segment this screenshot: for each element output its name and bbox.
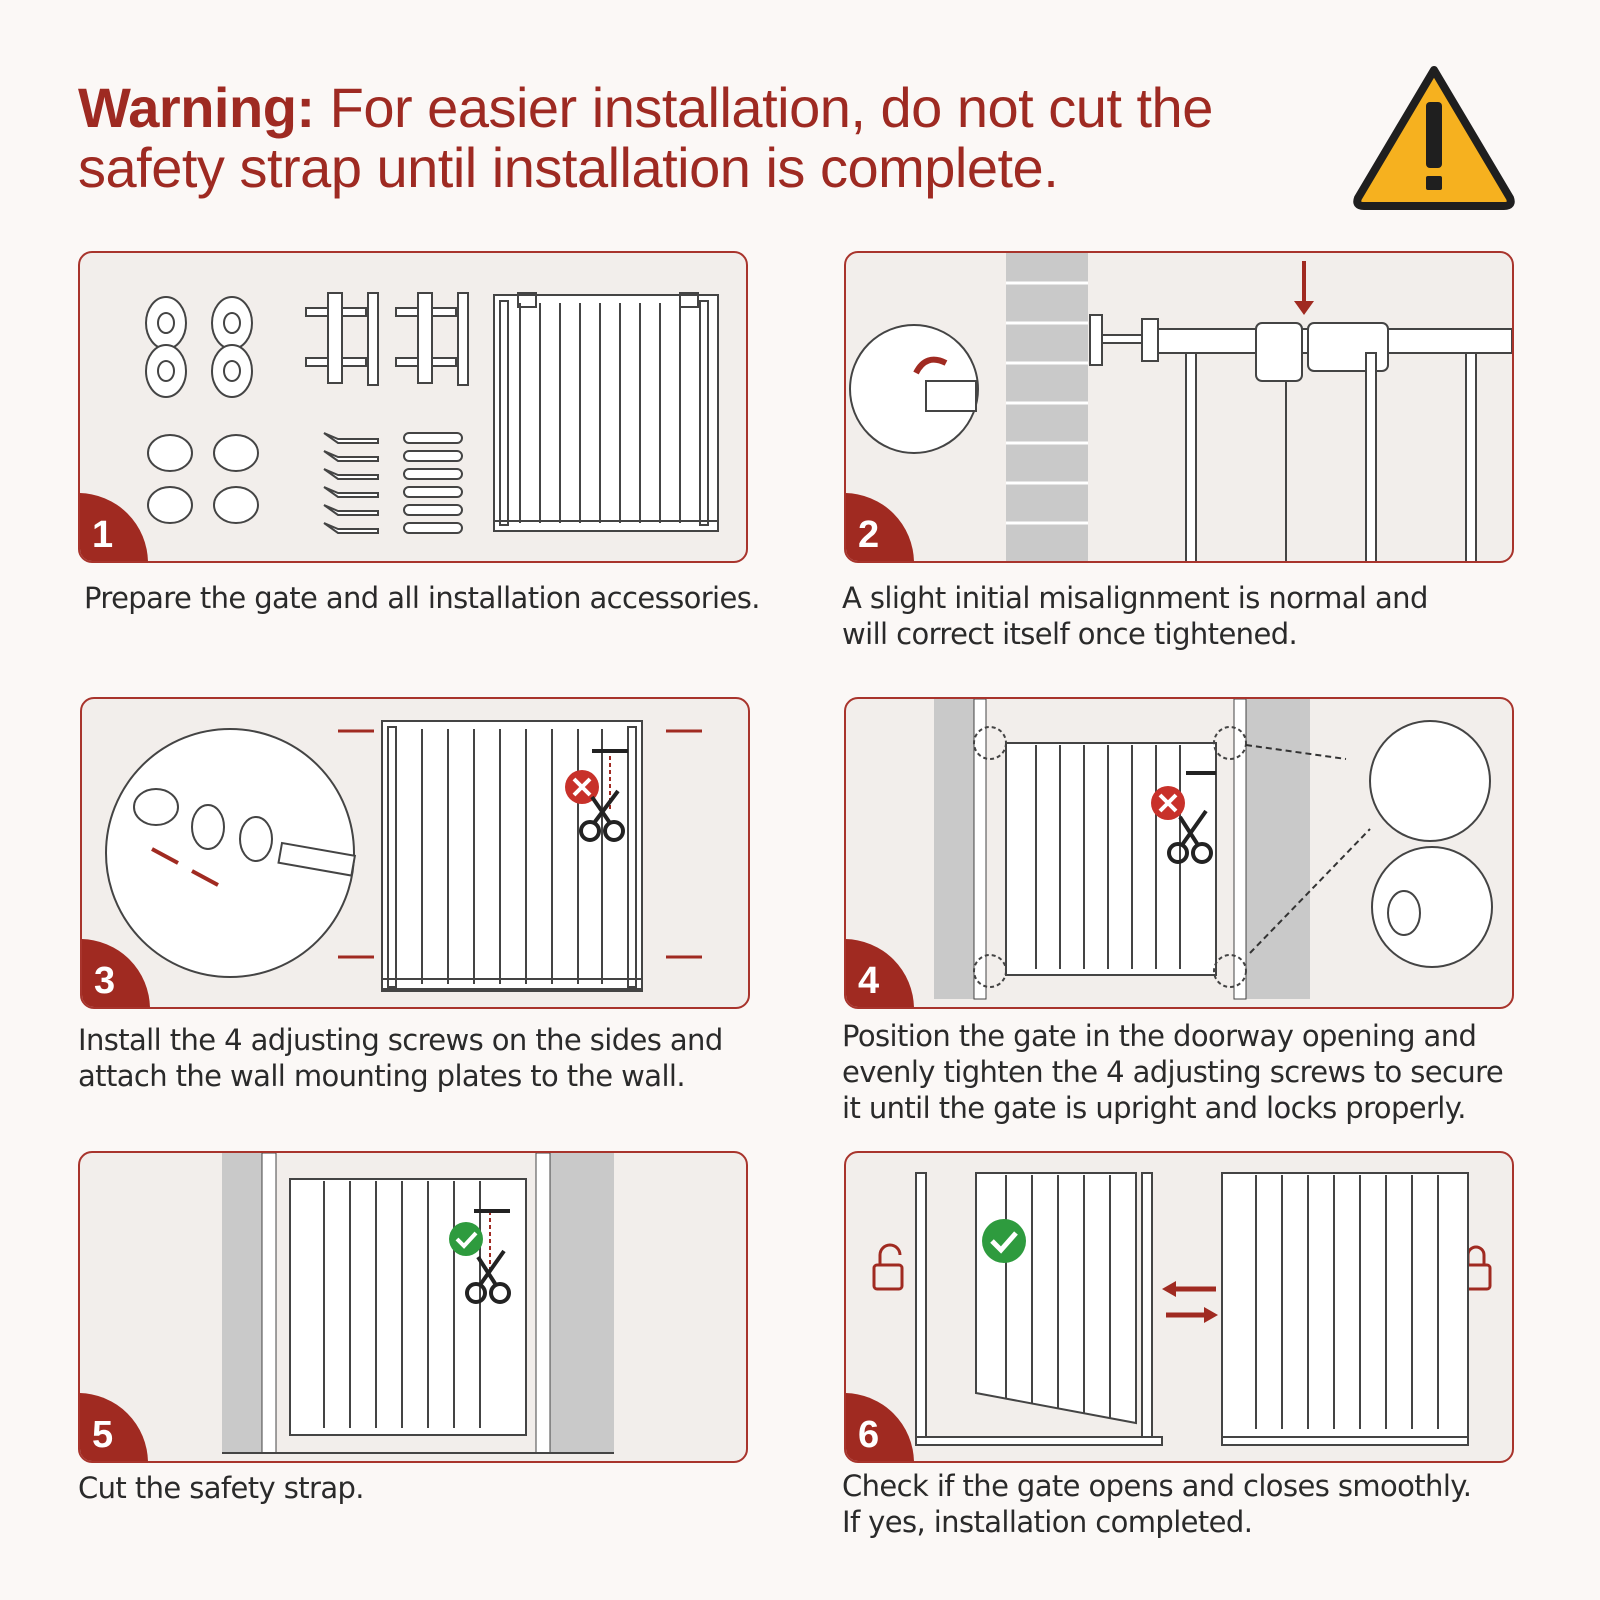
step-5-panel: 5	[78, 1151, 748, 1463]
warning-triangle-icon	[1353, 66, 1515, 210]
unlock-icon	[872, 1243, 904, 1291]
step-2-panel: 2	[844, 251, 1514, 563]
warning-text-line2: safety strap until installation is compl…	[78, 136, 1059, 199]
step-1-caption: Prepare the gate and all installation ac…	[84, 581, 760, 615]
step-6-panel: 6	[844, 1151, 1514, 1463]
step-2-caption: A slight initial misalignment is normal …	[842, 581, 1428, 651]
step-4-caption: Position the gate in the doorway opening…	[842, 1019, 1504, 1125]
install-screws-illustration	[105, 720, 702, 992]
accessories-illustration	[145, 292, 719, 534]
step-3-panel: 3	[80, 697, 750, 1009]
step-4-panel: 4	[844, 697, 1514, 1009]
check-gate-illustration	[872, 1172, 1492, 1446]
warning-label: Warning:	[78, 76, 315, 139]
warning-heading: Warning: For easier installation, do not…	[78, 78, 1328, 198]
step-5-caption: Cut the safety strap.	[78, 1471, 365, 1505]
step-3-caption: Install the 4 adjusting screws on the si…	[78, 1023, 723, 1093]
misalignment-illustration	[849, 253, 1512, 561]
warning-text-line1: For easier installation, do not cut the	[329, 76, 1214, 139]
step-1-panel: 1	[78, 251, 748, 563]
position-gate-illustration	[934, 699, 1493, 1000]
step-6-caption: Check if the gate opens and closes smoot…	[842, 1469, 1472, 1539]
cut-strap-illustration	[222, 1153, 614, 1454]
